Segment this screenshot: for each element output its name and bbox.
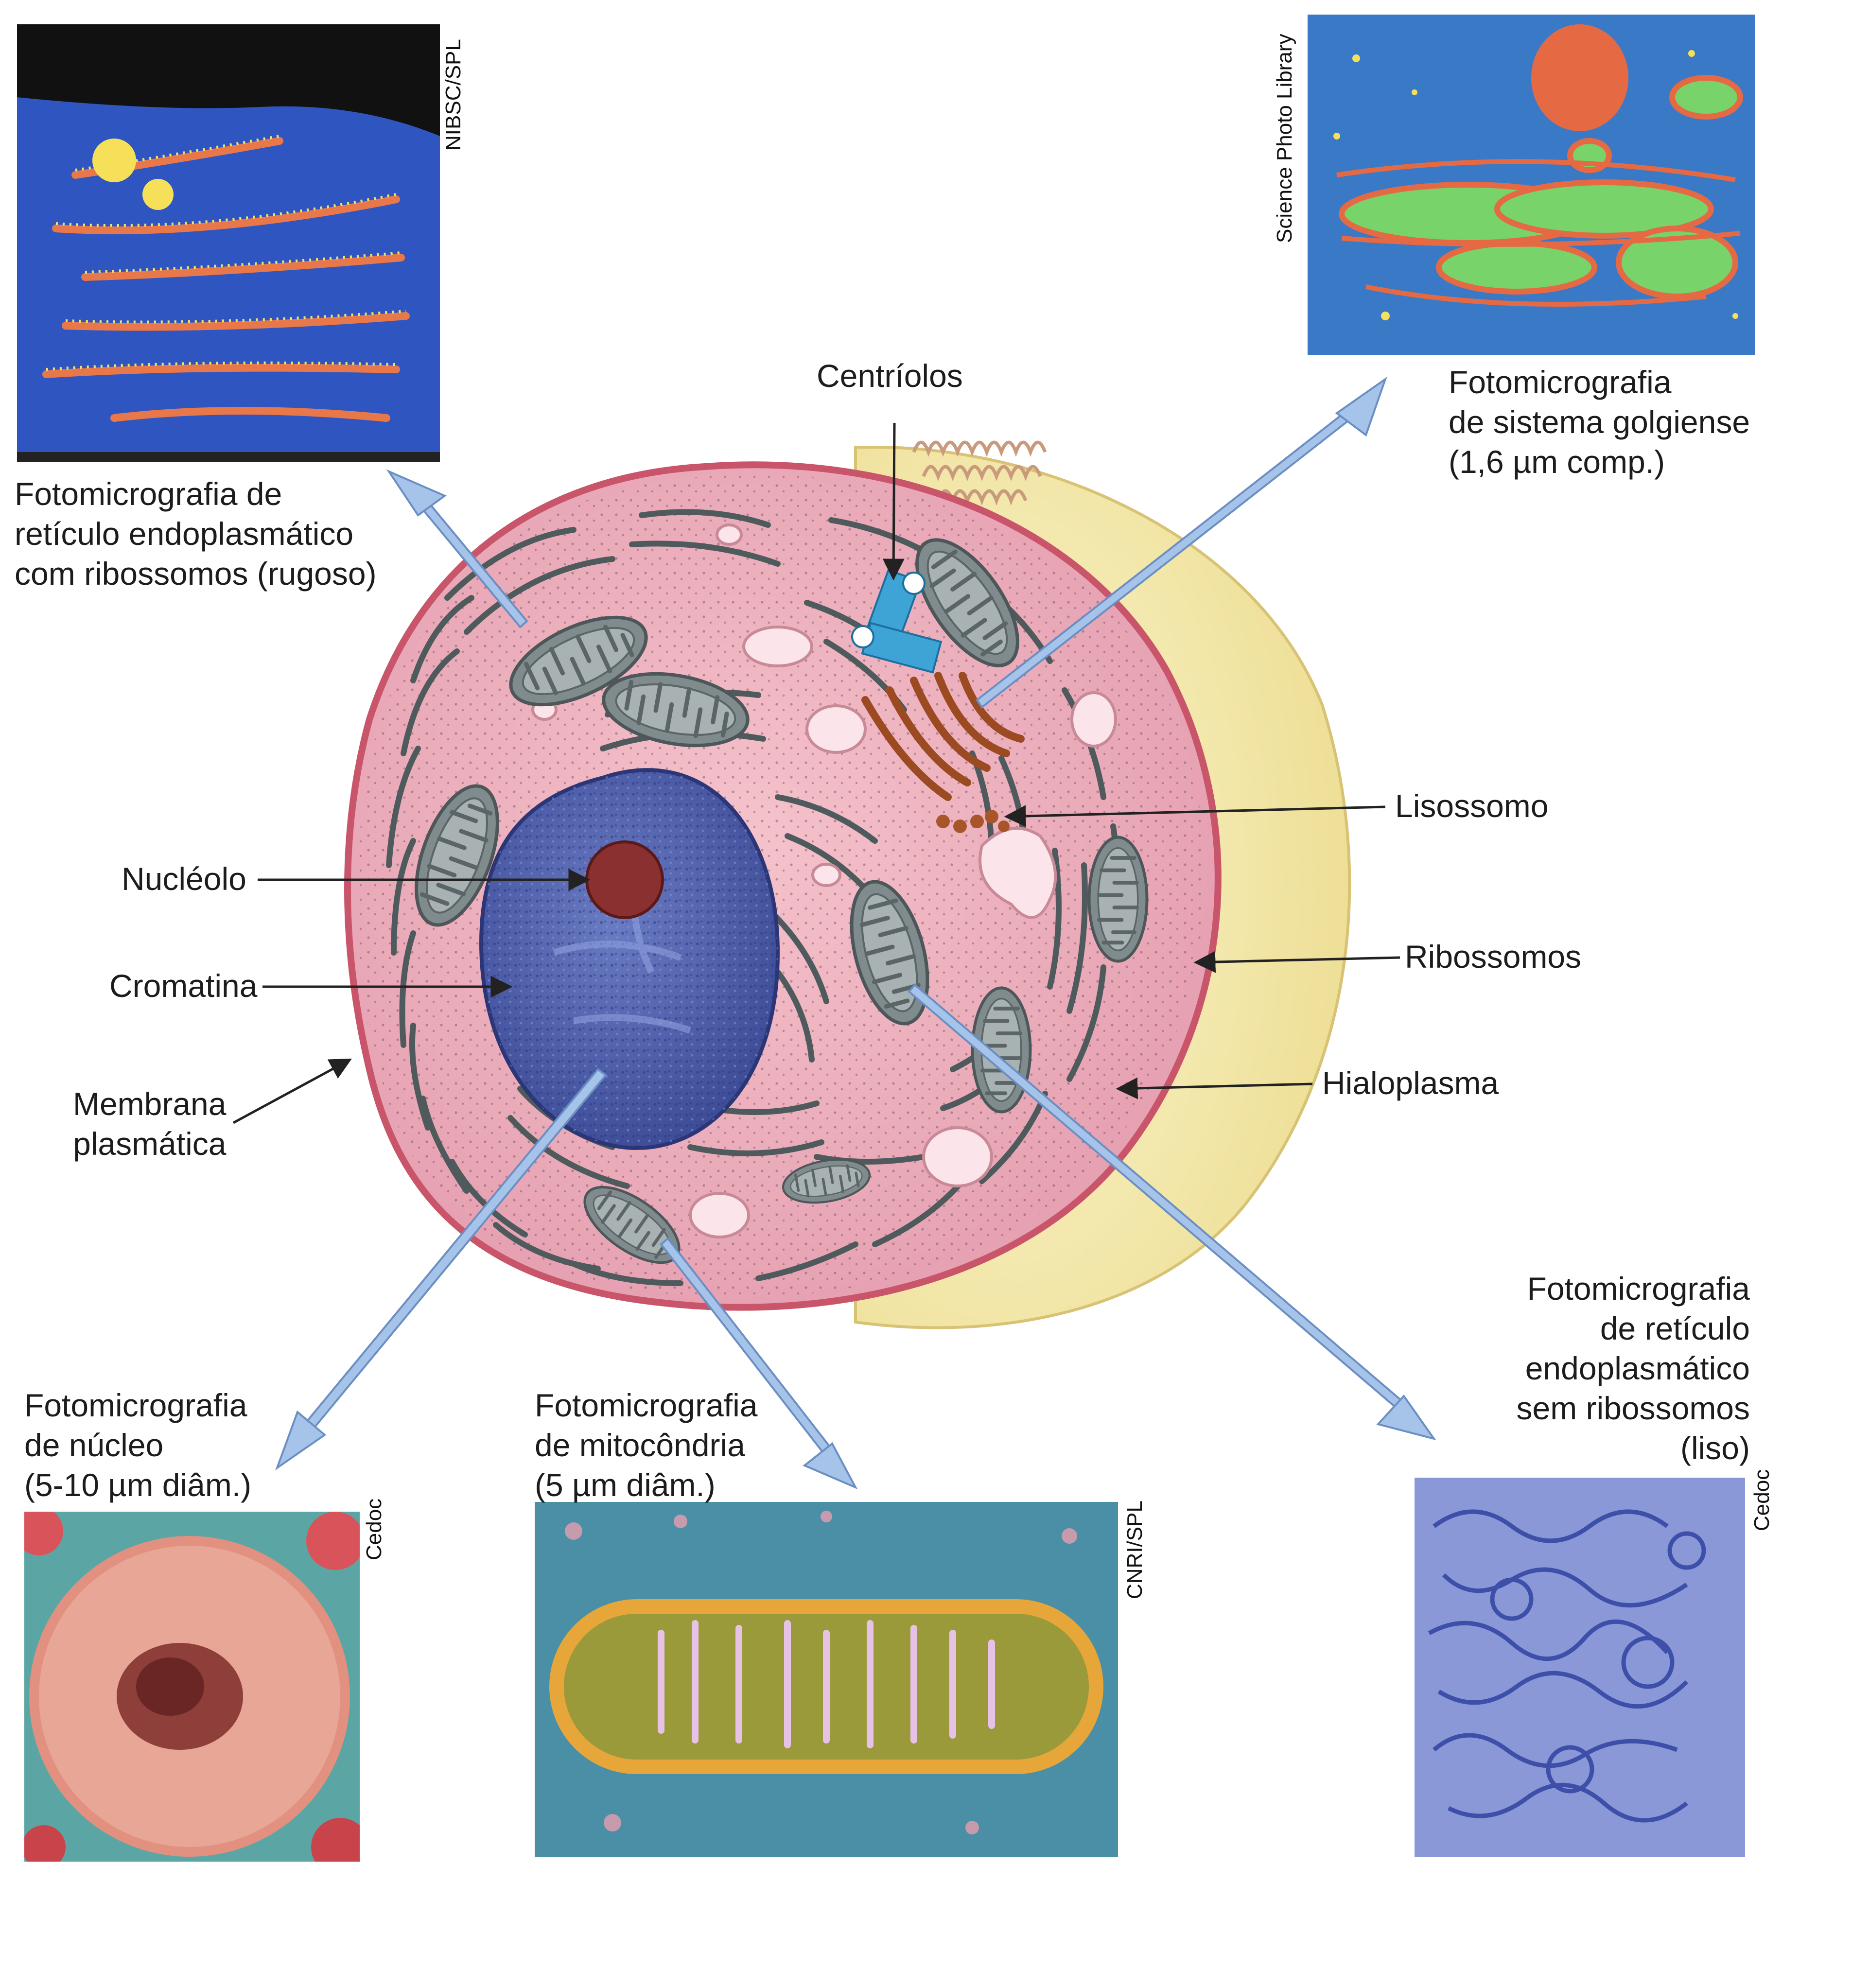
label-centriolos: Centríolos (817, 357, 963, 394)
credit-rer: NIBSC/SPL (441, 39, 466, 151)
label-cromatina: Cromatina (109, 967, 257, 1004)
mitochondrion-micrograph (535, 1502, 1118, 1857)
caption-mito: Fotomicrografia de mitocôndria (5 µm diâ… (535, 1385, 758, 1505)
credit-nucleus: Cedoc (362, 1499, 386, 1560)
label-membrana: Membrana plasmática (73, 1084, 226, 1164)
golgi-micrograph (1308, 15, 1755, 355)
nucleolus (587, 842, 663, 918)
caption-ser: Fotomicrografia de retículo endoplasmáti… (1468, 1269, 1750, 1468)
ser-micrograph (1415, 1478, 1745, 1857)
label-ribossomos: Ribossomos (1405, 938, 1581, 975)
rer-micrograph (17, 24, 440, 462)
label-hialoplasma: Hialoplasma (1322, 1064, 1499, 1101)
nucleus-micrograph (24, 1512, 360, 1862)
credit-mito: CNRI/SPL (1123, 1500, 1147, 1599)
credit-golgi: Science Photo Library (1273, 34, 1297, 243)
caption-rer: Fotomicrografia de retículo endoplasmáti… (15, 474, 377, 593)
credit-ser: Cedoc (1750, 1469, 1774, 1531)
label-nucleolo: Nucléolo (122, 860, 246, 897)
nucleus (481, 770, 778, 1148)
label-lisossomo: Lisossomo (1395, 787, 1548, 824)
caption-nucleus: Fotomicrografia de núcleo (5-10 µm diâm.… (24, 1385, 251, 1505)
caption-golgi: Fotomicrografia de sistema golgiense (1,… (1449, 362, 1750, 482)
